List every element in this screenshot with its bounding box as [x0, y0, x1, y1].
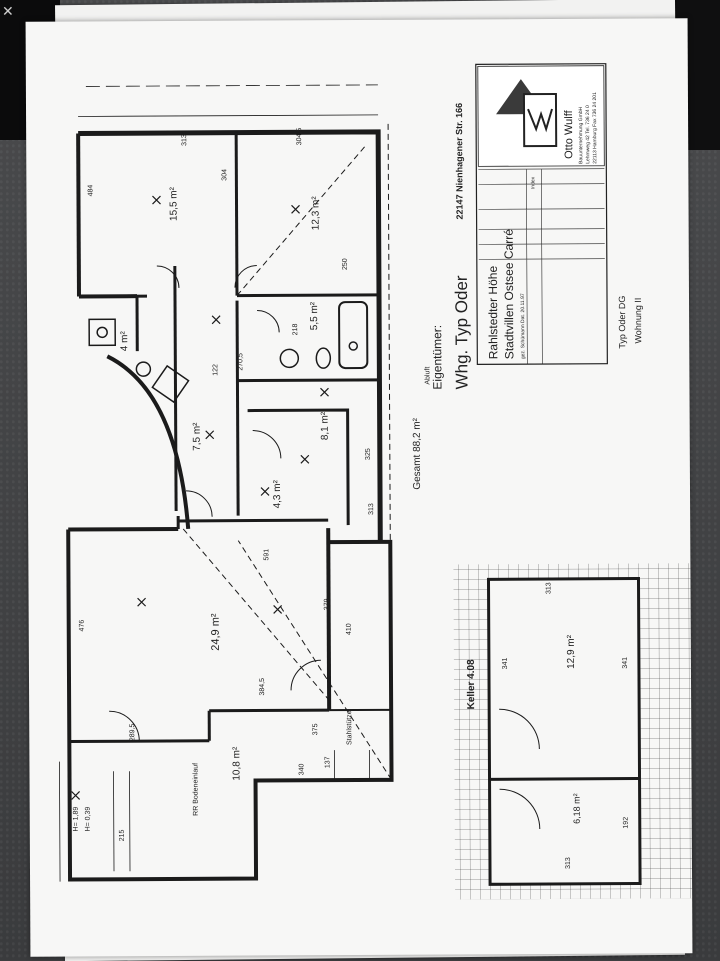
floor-plan-sheet: 15,5 m² 12,3 m² 5,5 m² 4 m² 7,5 m² 8,1 m…	[25, 18, 693, 957]
dim-215: 215	[119, 829, 126, 841]
project-line-2: Stadtvillen Ostsee Carré	[502, 229, 517, 359]
owner-label: Eigentümer:	[430, 325, 444, 390]
room-bedroom-1-area: 15,5 m²	[168, 186, 179, 221]
cellar-dim-5: 192	[623, 817, 630, 829]
dim-313-b: 313	[368, 503, 375, 515]
dim-379: 379	[324, 598, 331, 610]
dim-484: 484	[87, 185, 94, 197]
address-label: 22147 Nienhagener Str. 166	[454, 103, 465, 220]
dim-122: 122	[212, 364, 219, 376]
dim-340: 340	[298, 763, 305, 775]
dim-591: 591	[263, 549, 270, 561]
room-living-area: 24,9 m²	[210, 613, 222, 651]
company-sub: Bauunternehmung GmbH	[578, 106, 584, 163]
room-balcony-area: 10,8 m²	[231, 746, 242, 781]
cellar-dim-1: 313	[545, 582, 552, 594]
cellar-dim-4: 341	[622, 657, 629, 669]
note-h1: H= 1,89	[73, 807, 80, 832]
cellar-plan: Keller 4.08 12,9 m² 6,18 m² 313 313 341 …	[453, 563, 693, 900]
dim-218: 218	[292, 324, 299, 336]
room-wc-area: 4 m²	[119, 331, 130, 352]
room-bath-area: 5,5 m²	[309, 301, 320, 330]
cellar-dim-2: 313	[565, 857, 572, 869]
dim-270-5: 270,5	[237, 353, 244, 371]
cellar-area: 12,9 m²	[566, 634, 577, 669]
dim-304: 304	[221, 169, 228, 181]
room-hall-area: 7,5 m²	[192, 422, 203, 451]
cellar-area-2: 6,18 m²	[572, 793, 582, 824]
dim-375: 375	[312, 723, 319, 735]
dim-250: 250	[342, 258, 349, 270]
company-addr2: 22113 Hamburg Fax 736 24 201	[592, 92, 598, 164]
note-stahlstuetze: Stahlstütze	[346, 710, 353, 745]
note-h2: H= 0,39	[85, 807, 92, 832]
apartment-label: Wohnung II	[633, 298, 643, 344]
dim-137: 137	[324, 756, 331, 768]
abluft-label: Abluft	[424, 367, 431, 385]
company-name: Otto Wulff	[563, 109, 575, 159]
cellar-dim-3: 341	[502, 657, 509, 669]
cellar-title: Keller 4.08	[466, 659, 477, 710]
dim-410: 410	[346, 623, 353, 635]
dim-384-5: 384,5	[259, 678, 266, 696]
room-storage-area: 8,1 m²	[320, 411, 331, 440]
company-addr1: Lehmweg 42 Tel. 736 24 0	[585, 105, 591, 164]
note-rr-bodeneinlauf: RR Bodeneinlauf	[192, 763, 199, 816]
type-label: Typ Oder DG	[617, 296, 627, 349]
room-bedroom-2-area: 12,3 m²	[310, 196, 321, 231]
dim-313: 313	[181, 134, 188, 146]
dim-476: 476	[79, 620, 86, 632]
project-line-1: Rahlstedter Höhe	[486, 266, 500, 360]
dim-304-5: 304,5	[296, 128, 303, 146]
index-label: Index	[530, 176, 536, 189]
unit-type-title: Whg. Typ Oder	[452, 275, 472, 389]
dim-325: 325	[365, 448, 372, 460]
dim-289-5: 289,5	[129, 724, 136, 742]
close-icon: ✕	[2, 4, 14, 20]
title-block: Otto Wulff Bauunternehmung GmbH Lehmweg …	[475, 63, 608, 365]
drawn-by: gez. Schümann Dat. 20.11.97	[520, 293, 526, 359]
room-kitchen-area: 4,3 m²	[272, 479, 283, 508]
floor-plan-drawing: 15,5 m² 12,3 m² 5,5 m² 4 m² 7,5 m² 8,1 m…	[59, 63, 693, 900]
total-area: Gesamt 88,2 m²	[412, 417, 423, 489]
